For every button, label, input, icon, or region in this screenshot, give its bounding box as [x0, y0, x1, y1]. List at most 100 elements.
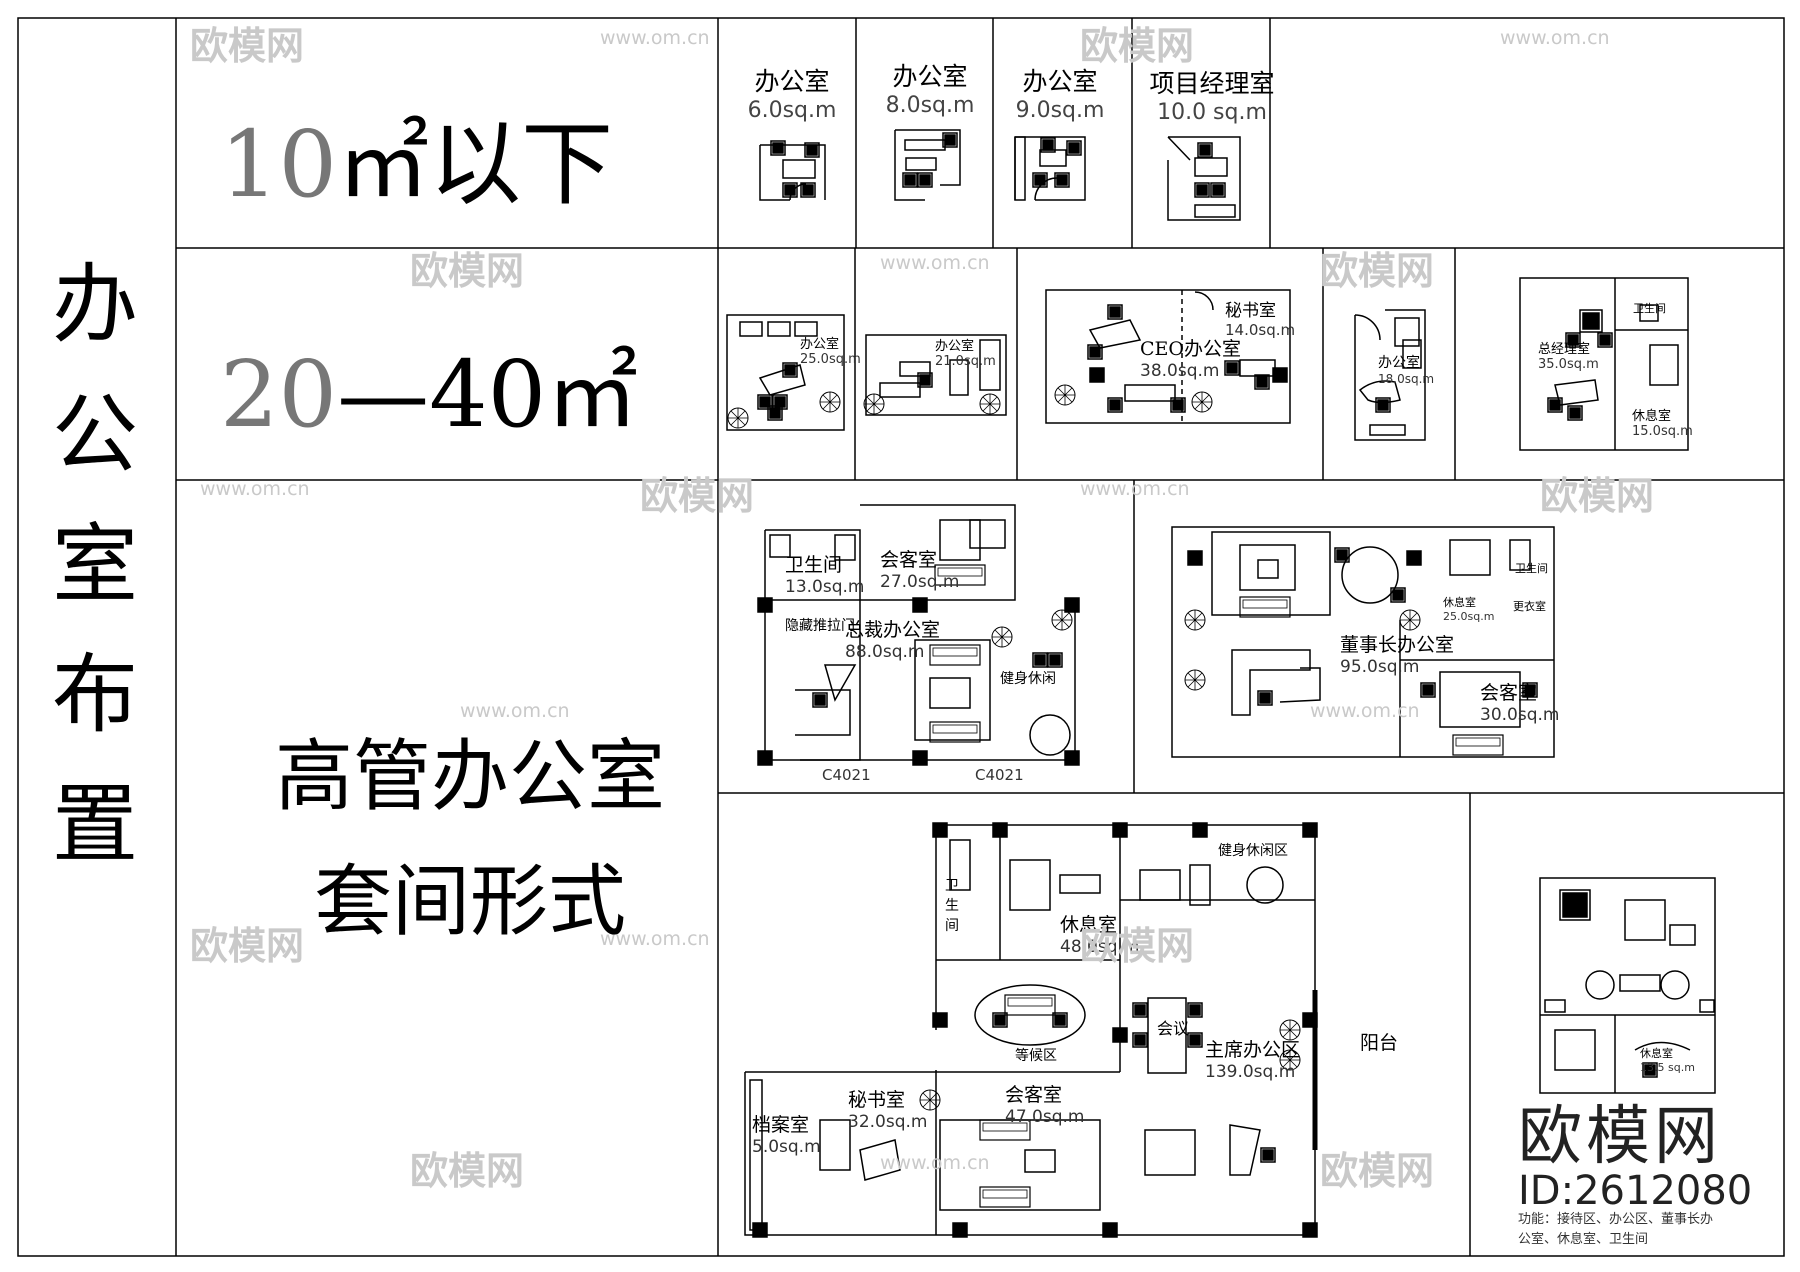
brand-logo: 欧模网 — [1518, 1100, 1722, 1174]
watermark-url: www.om.cn — [600, 27, 710, 49]
section-unit: —40㎡ — [337, 341, 639, 448]
room-area: 5.0sq.m — [752, 1137, 821, 1157]
room-area: 48.0sq.m — [1060, 937, 1140, 957]
room-area: 25.0sq.m — [800, 352, 861, 367]
caption-line: 套间形式 — [313, 857, 626, 947]
watermark-url: www.om.cn — [1500, 27, 1610, 49]
section-number: 10 — [220, 111, 338, 218]
room-label: 健身休闲区 — [1218, 843, 1288, 859]
watermark-logo: 欧模网 — [190, 924, 305, 968]
small-suite-plan — [1539, 877, 1716, 1094]
ceo-office-38sqm-plan — [1045, 289, 1291, 424]
watermark-logo: 欧模网 — [1320, 1149, 1435, 1193]
room-area: 14.0sq.m — [1225, 321, 1296, 339]
section-20-40-label: 20—40㎡ — [220, 320, 638, 453]
pm-office-10sqm-plan — [1167, 136, 1241, 221]
section-unit: ㎡以下 — [337, 111, 614, 218]
gm-office-35sqm-plan — [1519, 277, 1689, 451]
room-area: 21.0sq.m — [935, 354, 996, 369]
chairman-office-large-plan — [744, 822, 1318, 1238]
window-tag: C4021 — [975, 766, 1024, 784]
room-area: 30.0sq.m — [1480, 705, 1560, 725]
room-label: 卫生间 — [1633, 300, 1666, 316]
function-note: 功能：接待区、办公区、董事长办公室、休息室、卫生间 — [1518, 1212, 1714, 1247]
room-name: 办公室 — [1022, 67, 1098, 96]
room-name: 办公室 — [800, 337, 840, 352]
gym-label: 健身休闲 — [1000, 671, 1056, 687]
room-name: 卫生间 — [1633, 302, 1666, 315]
room-area: 6.0sq.m — [747, 98, 837, 123]
room-name: 总裁办公室 — [845, 619, 941, 641]
room-area: 10.0 sq.m — [1157, 100, 1267, 125]
sheet-title: 办 公 室 布 置 — [40, 240, 150, 890]
brand-id: ID:2612080 — [1518, 1168, 1753, 1214]
room-label: 会议 — [1157, 1019, 1190, 1038]
room-name: 董事长办公室 — [1340, 634, 1455, 656]
watermark-url: www.om.cn — [600, 928, 710, 950]
room-area: 13.0sq.m — [785, 577, 865, 597]
room-name: 办公室 — [892, 62, 968, 91]
room-area: 8.0sq.m — [885, 93, 975, 118]
watermark-logo: 欧模网 — [1540, 474, 1655, 518]
watermark-url: www.om.cn — [1310, 700, 1420, 722]
room-label: 更衣室 — [1513, 600, 1546, 613]
room-area: 15.0sq.m — [1632, 424, 1693, 439]
room-label: 卫生间 — [1515, 562, 1548, 575]
sheet-grid — [17, 17, 1785, 1257]
room-label: 阳台 — [1360, 1032, 1399, 1054]
watermark-url: www.om.cn — [880, 252, 990, 274]
title-char: 室 — [52, 515, 138, 615]
watermark-logo: 欧模网 — [1080, 24, 1195, 68]
room-name: 休息室 — [1060, 914, 1118, 936]
room-label: 卫生间 — [945, 878, 959, 934]
room-name: 休息室 — [1443, 596, 1476, 609]
room-name: CEO办公室 — [1140, 338, 1241, 360]
watermark-url: www.om.cn — [1080, 478, 1190, 500]
room-name: 秘书室 — [1225, 301, 1276, 321]
title-char: 公 — [52, 385, 138, 485]
office-18sqm-plan — [1354, 309, 1426, 441]
office-9sqm-plan — [1014, 136, 1086, 201]
section-executive-label: 高管办公室 套间形式 — [230, 715, 710, 965]
room-name: 办公室 — [1378, 355, 1420, 371]
window-tag: C4021 — [822, 766, 871, 784]
room-name: 办公室 — [754, 67, 830, 96]
room-area: 9.0sq.m — [1015, 98, 1105, 123]
room-area: 18.0sq.m — [1378, 372, 1435, 386]
room-area: 139.0sq.m — [1205, 1062, 1296, 1082]
office-8sqm-plan — [894, 129, 961, 201]
room-name: 秘书室 — [848, 1089, 906, 1111]
president-suite-plan — [757, 504, 1080, 766]
room-area: 35.0sq.m — [1538, 357, 1599, 372]
room-name: 主席办公区 — [1205, 1039, 1301, 1061]
room-name: 总经理室 — [1538, 342, 1591, 357]
office-21sqm-plan — [863, 334, 1007, 416]
room-area: 27.0sq.m — [880, 572, 960, 592]
watermark-logo: 欧模网 — [190, 24, 305, 68]
office-25sqm-plan — [726, 314, 845, 431]
hidden-door-label: 隐藏推拉门 — [785, 618, 855, 634]
room-name: 档案室 — [752, 1114, 810, 1136]
room-label: 等候区 — [1015, 1048, 1057, 1064]
section-number: 20 — [220, 341, 338, 448]
room-area: 32.0sq.m — [848, 1112, 928, 1132]
room-name: 会客室 — [1480, 682, 1538, 704]
